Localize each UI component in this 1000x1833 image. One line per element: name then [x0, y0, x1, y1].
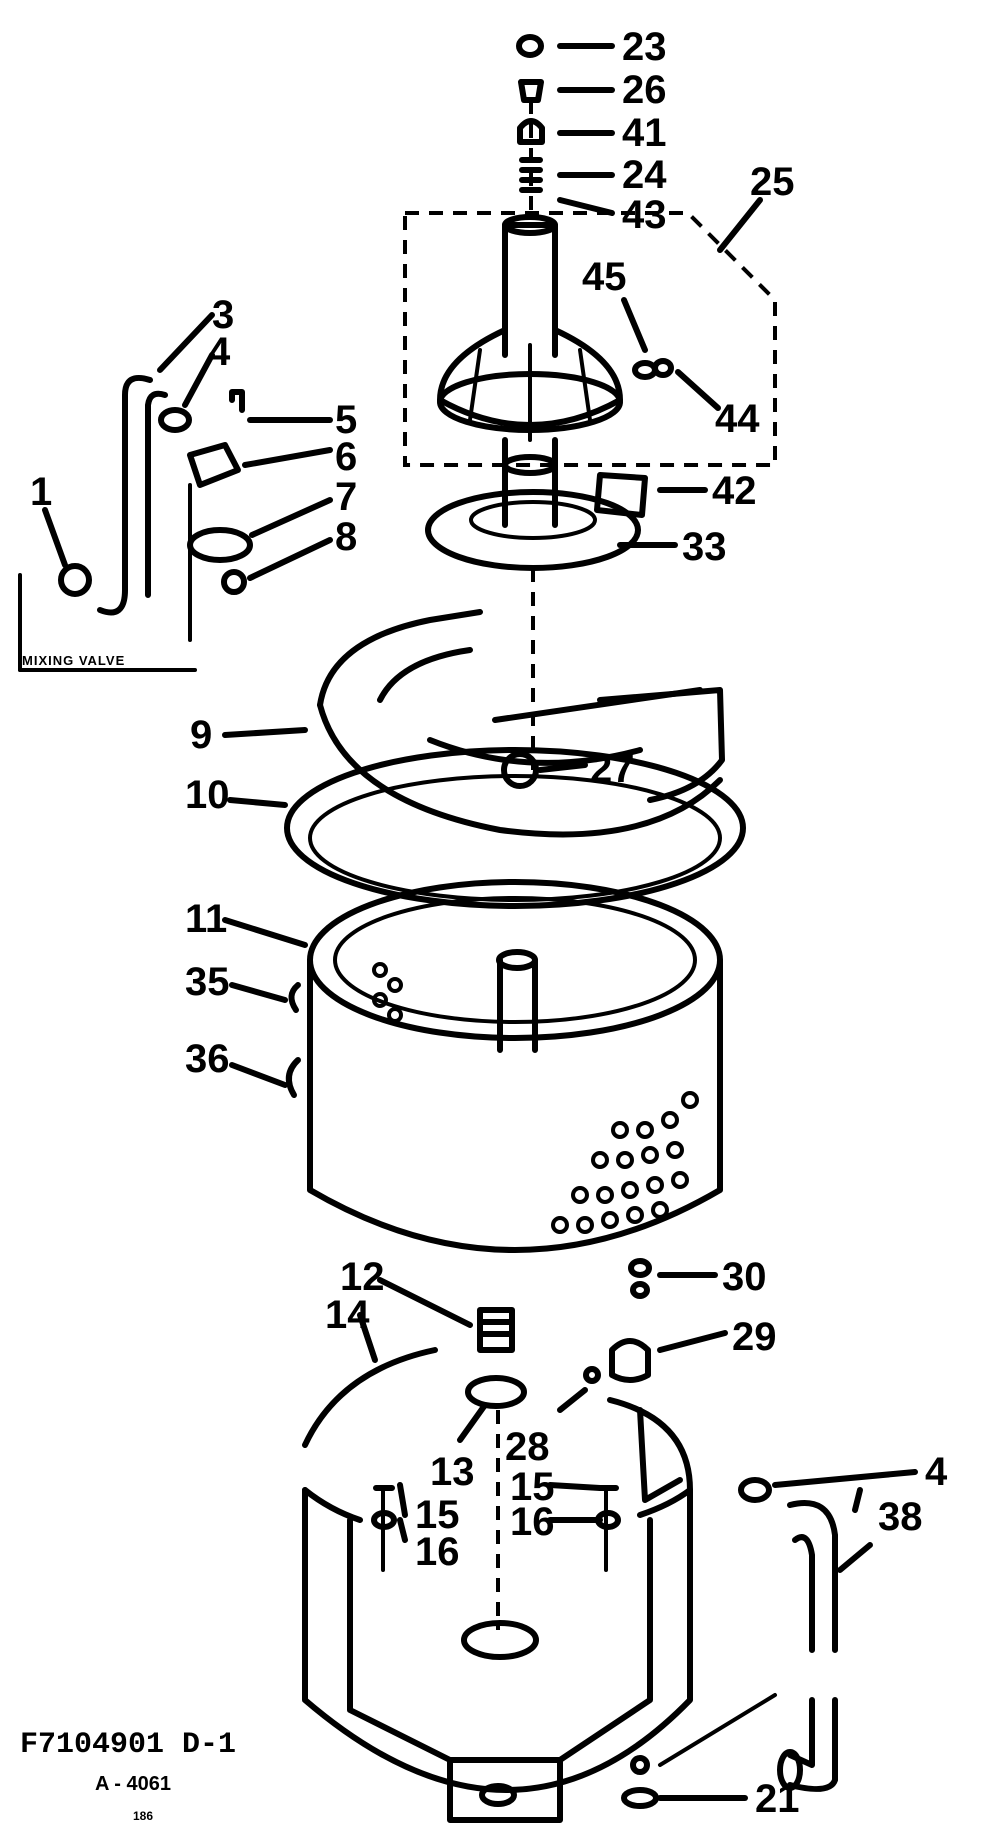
callout-44: 44 — [715, 397, 760, 441]
basket-perforations — [372, 962, 699, 1234]
callout-11: 11 — [185, 897, 227, 941]
agitator-assembly — [403, 211, 777, 528]
callout-38: 38 — [878, 1495, 923, 1539]
callout-28: 28 — [505, 1425, 550, 1469]
callout-42: 42 — [712, 469, 757, 513]
callout-23: 23 — [622, 25, 667, 69]
callout-29: 29 — [732, 1315, 777, 1359]
callout-41: 41 — [622, 111, 667, 155]
leader-lines — [42, 43, 918, 1801]
outer-tub — [302, 1347, 693, 1823]
lower-fasteners — [465, 1258, 652, 1409]
part-number: F7104901 D-1 — [20, 1728, 236, 1762]
callout-3: 3 — [212, 293, 234, 337]
inlet-hose-left — [18, 374, 253, 672]
callout-9: 9 — [190, 713, 212, 757]
callout-4-right: 4 — [925, 1450, 948, 1494]
callout-21: 21 — [755, 1777, 800, 1821]
callout-5: 5 — [335, 398, 357, 442]
callout-33: 33 — [682, 525, 727, 569]
callout-24: 24 — [622, 153, 667, 197]
spin-basket — [285, 879, 723, 1253]
callout-26: 26 — [622, 68, 667, 112]
callout-16-left: 16 — [415, 1530, 460, 1574]
callout-36: 36 — [185, 1037, 230, 1081]
callout-35: 35 — [185, 960, 230, 1004]
drain-hose-right — [621, 1477, 838, 1809]
callout-10: 10 — [185, 773, 230, 817]
drive-flange — [425, 489, 641, 770]
callout-27: 27 — [590, 747, 635, 791]
callout-45: 45 — [582, 255, 627, 299]
callout-labels: 23 26 41 24 43 25 45 44 42 33 3 4 5 6 7 … — [30, 25, 948, 1821]
callout-13: 13 — [430, 1450, 475, 1494]
callout-16-right: 16 — [510, 1500, 555, 1544]
callout-6: 6 — [335, 435, 357, 479]
callout-12: 12 — [340, 1255, 385, 1299]
agitator-fastener-stack — [516, 34, 545, 210]
callout-1: 1 — [30, 470, 52, 514]
callout-4: 4 — [208, 330, 231, 374]
callout-30: 30 — [722, 1255, 767, 1299]
callout-15-left: 15 — [415, 1493, 460, 1537]
callout-25: 25 — [750, 160, 795, 204]
callout-14: 14 — [325, 1293, 370, 1337]
tub-ring — [317, 609, 725, 838]
page-mark: 186 — [133, 1809, 153, 1823]
mixing-valve-caption: MIXING VALVE — [22, 653, 125, 668]
callout-7: 7 — [335, 475, 357, 519]
callout-43: 43 — [622, 193, 667, 237]
reference-code: A - 4061 — [95, 1773, 171, 1795]
callout-8: 8 — [335, 515, 357, 559]
callout-15-right: 15 — [510, 1465, 555, 1509]
